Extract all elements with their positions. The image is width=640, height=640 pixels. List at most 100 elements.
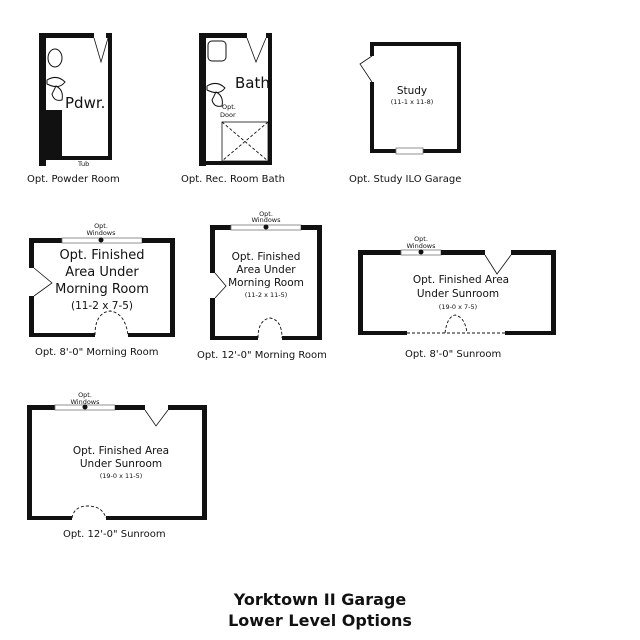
morning12-wall-bottom-left	[210, 336, 258, 340]
sun12-room-label-1: Opt. Finished Area	[73, 445, 169, 457]
bath-door-label-2: Door	[220, 111, 236, 119]
powder-door-swing	[93, 37, 109, 64]
sun8-wall-top-mid	[441, 250, 485, 255]
powder-toilet	[46, 76, 66, 101]
morning-room-12-plan: Opt. Windows Opt. Finished Area Under Mo…	[197, 210, 327, 361]
study-window	[395, 147, 424, 155]
bath-shower-cross	[221, 121, 269, 162]
sheet-title-line-1: Yorktown II Garage	[233, 590, 407, 609]
bath-sink	[207, 40, 227, 62]
study-wall-left-upper	[370, 42, 374, 56]
study-plan: Study (11-1 x 11-8) Opt. Study ILO Garag…	[349, 42, 461, 185]
bath-wall-right	[268, 33, 272, 165]
study-wall-bottom-left	[370, 149, 396, 153]
sun8-room-label-1: Opt. Finished Area	[413, 274, 509, 286]
bath-wall-top	[199, 33, 247, 38]
morning8-dims: (11-2 x 7-5)	[71, 300, 133, 312]
powder-tub-label: Tub	[77, 160, 89, 168]
sun12-room-label-2: Under Sunroom	[80, 458, 162, 470]
morning12-wall-right	[317, 225, 322, 340]
study-room-label: Study	[397, 85, 427, 97]
study-wall-right	[457, 42, 461, 153]
morning12-window-mullion	[263, 224, 269, 230]
morning12-wall-left-lower	[210, 298, 215, 340]
sunroom-8-plan: Opt. Windows Opt. Finished Area Under Su…	[358, 235, 556, 360]
study-door-swing	[359, 55, 373, 83]
sun8-room-label-2: Under Sunroom	[417, 288, 499, 300]
morning8-bottom-door	[94, 310, 129, 336]
morning12-room-label-1: Opt. Finished	[232, 251, 301, 263]
powder-wall-left	[39, 33, 46, 166]
morning8-caption: Opt. 8'-0" Morning Room	[35, 347, 159, 358]
sun8-window-mullion	[418, 249, 424, 255]
morning12-room-label-3: Morning Room	[228, 277, 304, 289]
bath-wall-left	[199, 33, 206, 166]
sun8-wall-top-left	[358, 250, 401, 255]
morning12-wall-top-right	[301, 225, 322, 230]
sun8-wall-right	[551, 250, 556, 335]
morning12-dims: (11-2 x 11-5)	[245, 291, 288, 299]
study-wall-bottom-right	[423, 149, 461, 153]
morning12-side-door	[214, 272, 227, 299]
sun8-bottom-door	[444, 314, 468, 334]
powder-wall-right	[108, 33, 112, 159]
morning12-wall-bottom-right	[282, 336, 322, 340]
sun8-windows-label-1: Opt.	[414, 235, 428, 243]
bath-door-swing	[246, 37, 267, 64]
powder-wall-stub	[46, 110, 62, 156]
morning8-window-mullion	[98, 237, 104, 243]
bath-shower	[221, 121, 269, 162]
bath-wall-bottom	[199, 161, 272, 165]
powder-wall-top	[39, 33, 94, 38]
morning-room-8-plan: Opt. Windows Opt. Finished Area Under Mo…	[29, 222, 175, 358]
sun12-wall-bottom-right	[106, 516, 207, 520]
bath-room-label: Bath	[235, 74, 270, 92]
morning8-wall-top-right	[142, 238, 175, 243]
morning8-wall-left-upper	[29, 238, 34, 268]
morning8-wall-left-lower	[29, 296, 34, 337]
morning8-windows-label-2: Windows	[86, 229, 116, 237]
morning8-room-label-2: Area Under	[65, 265, 139, 280]
morning12-caption: Opt. 12'-0" Morning Room	[197, 350, 327, 361]
sheet-title-line-2: Lower Level Options	[228, 611, 412, 630]
sunroom-12-plan: Opt. Windows Opt. Finished Area Under Su…	[27, 391, 207, 540]
sun8-wall-left	[358, 250, 363, 335]
sun8-dims: (19-0 x 7-5)	[439, 303, 477, 311]
sun12-wall-bottom-left	[27, 516, 72, 520]
sun12-windows-label-2: Windows	[70, 398, 100, 406]
study-dims: (11-1 x 11-8)	[391, 98, 434, 106]
sun8-wall-top-right	[511, 250, 556, 255]
sun12-wall-top-mid	[115, 405, 145, 410]
study-wall-left-lower	[370, 82, 374, 153]
morning12-windows-label-2: Windows	[251, 216, 281, 224]
study-wall-top	[370, 42, 461, 46]
morning8-wall-bottom-right	[128, 333, 175, 337]
sun8-windows-label-2: Windows	[406, 242, 436, 250]
powder-room-plan: Pdwr. Tub Opt. Powder Room	[27, 33, 120, 185]
sun12-windows-label-1: Opt.	[78, 391, 92, 399]
powder-wall-bottom	[39, 156, 112, 160]
morning8-room-label-3: Morning Room	[55, 282, 149, 297]
bath-door-label-1: Opt.	[222, 103, 236, 111]
morning12-room-label-2: Area Under	[236, 264, 296, 276]
morning8-side-door	[33, 267, 53, 297]
sun12-window-mullion	[82, 404, 88, 410]
sun12-caption: Opt. 12'-0" Sunroom	[63, 529, 166, 540]
morning8-wall-right	[170, 238, 175, 337]
morning8-room-label-1: Opt. Finished	[59, 248, 144, 263]
sun12-wall-left	[27, 405, 32, 520]
sun12-wall-right	[202, 405, 207, 520]
sun8-wall-bottom-right	[505, 331, 556, 335]
morning8-wall-top-left	[29, 238, 62, 243]
powder-room-caption: Opt. Powder Room	[27, 174, 120, 185]
powder-room-label: Pdwr.	[65, 94, 105, 112]
sun12-top-door	[144, 409, 169, 427]
morning12-wall-top-left	[210, 225, 231, 230]
rec-room-bath-plan: Bath Opt. Door Opt. Rec. Room Bath	[181, 33, 285, 185]
morning8-windows-label-1: Opt.	[94, 222, 108, 230]
morning12-wall-left-upper	[210, 225, 215, 273]
sun12-wall-top-left	[27, 405, 55, 410]
morning8-wall-bottom-left	[29, 333, 95, 337]
study-caption: Opt. Study ILO Garage	[349, 174, 461, 185]
